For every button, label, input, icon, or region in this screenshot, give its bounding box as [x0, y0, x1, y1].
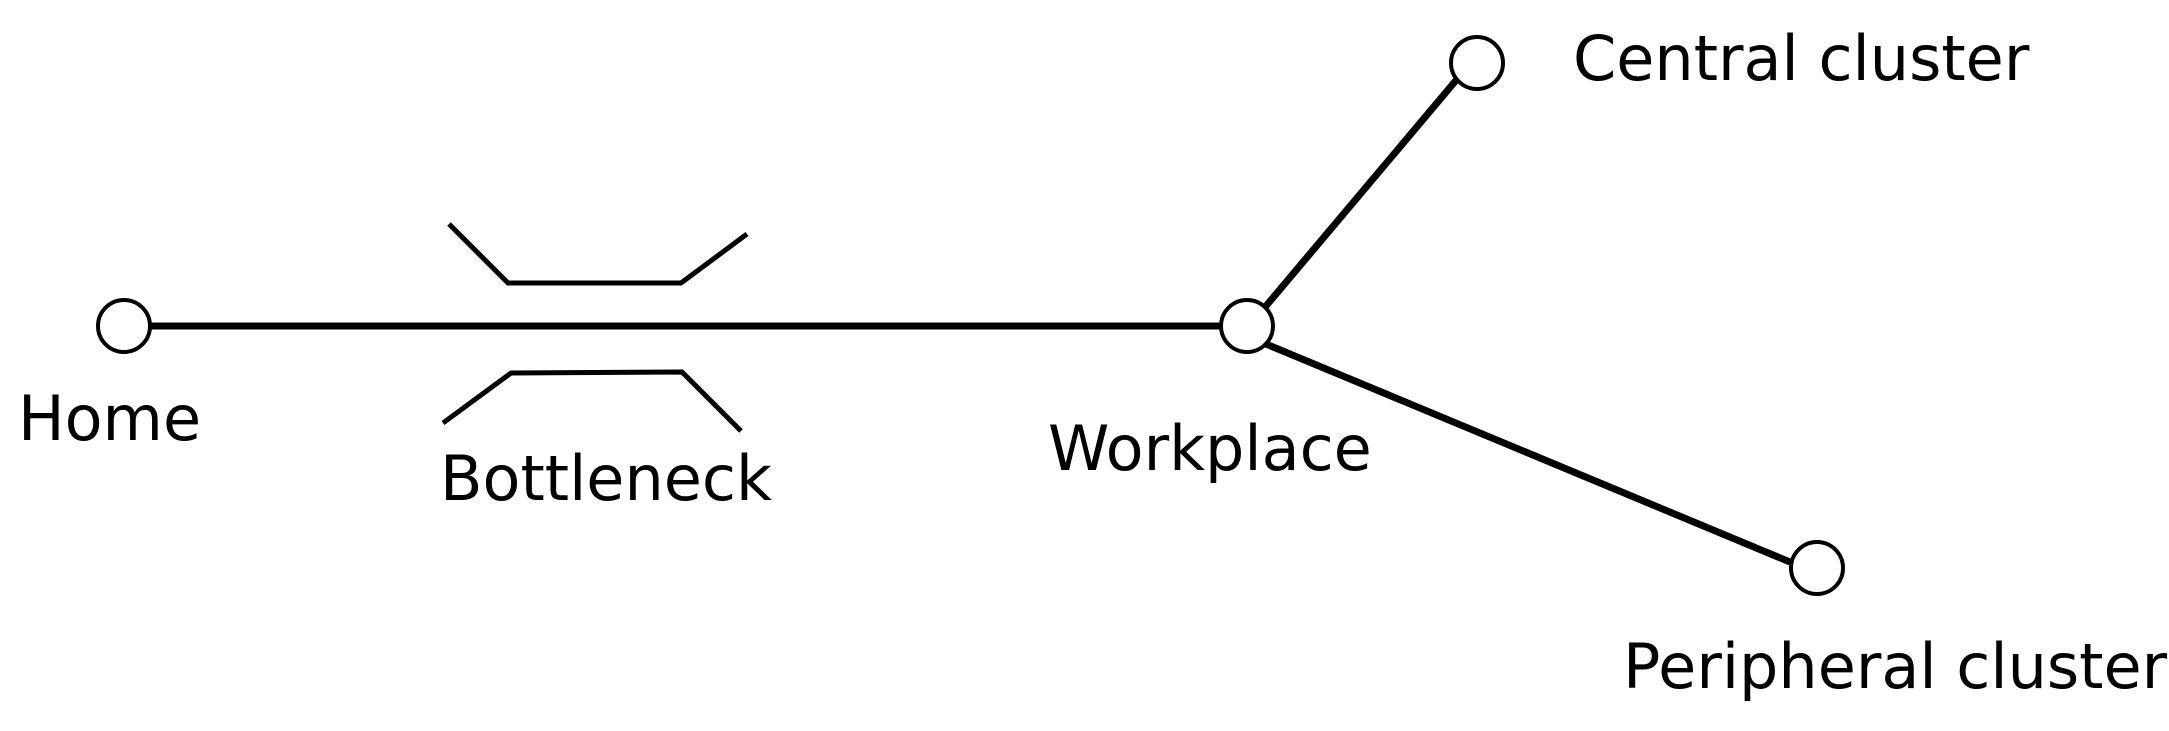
bottleneck-label: Bottleneck: [440, 442, 772, 515]
central-cluster-label: Central cluster: [1573, 22, 2030, 95]
workplace-label: Workplace: [1048, 412, 1372, 485]
edge-workplace-central-cluster: [1263, 75, 1461, 309]
bottleneck-lower-wall: [441, 369, 743, 433]
peripheral-cluster-label: Peripheral cluster: [1623, 630, 2168, 703]
home-label: Home: [18, 382, 202, 455]
node-workplace: [1219, 298, 1275, 354]
node-peripheral-cluster: [1789, 540, 1845, 596]
bottleneck-upper-wall: [447, 222, 749, 286]
edge-workplace-peripheral-cluster: [1264, 340, 1792, 566]
node-central-cluster: [1449, 35, 1505, 91]
node-home: [96, 298, 152, 354]
